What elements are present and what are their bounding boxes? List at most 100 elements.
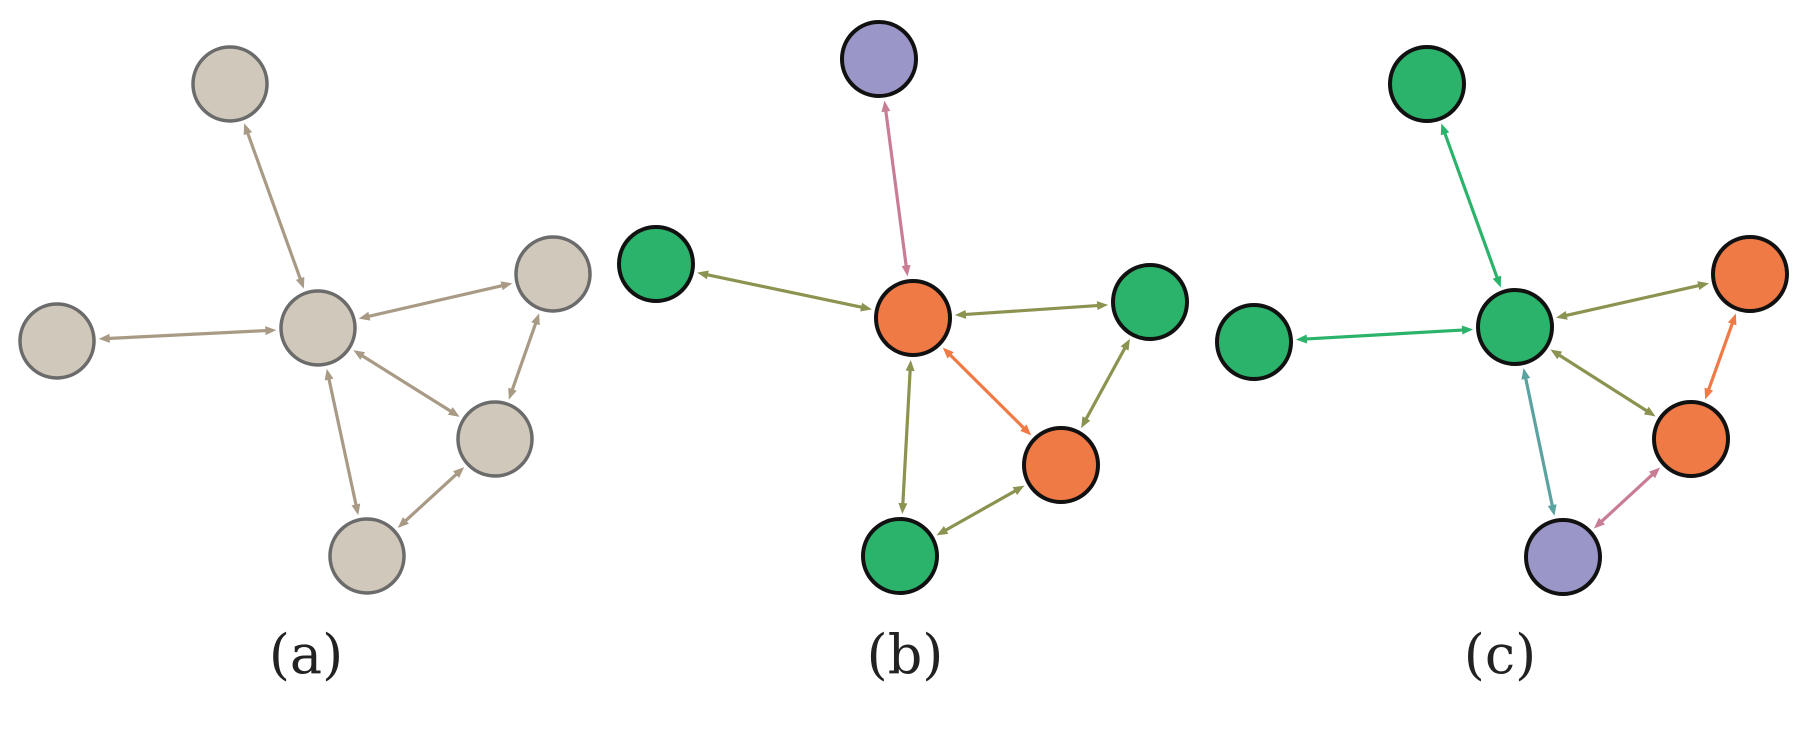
captions-layer: (a) (b) (c) (269, 623, 1536, 686)
edges-layer (98, 100, 1737, 536)
arrow-head (1648, 467, 1661, 479)
edge-c-center-mid (1550, 349, 1656, 417)
panel-caption-a: (a) (269, 623, 343, 686)
edge-c-center-bottom (1521, 368, 1557, 516)
arrow-head (697, 270, 709, 280)
edge-c-center-right (1555, 281, 1710, 320)
arrow-head (1096, 301, 1109, 311)
edge-line (245, 131, 303, 281)
node-c-right (1711, 235, 1789, 313)
edge-c-right-mid (1704, 313, 1737, 400)
edge-line (366, 283, 505, 319)
arrow-head (942, 347, 954, 359)
edge-b-center-bottom (898, 359, 915, 515)
edge-line (1599, 472, 1655, 524)
edge-a-center-right (358, 281, 513, 321)
arrow-head (1081, 416, 1091, 429)
node-b-left (617, 225, 695, 303)
edge-a-right-mid (508, 313, 540, 400)
edge-a-center-top (243, 123, 305, 289)
arrow-head (936, 526, 949, 536)
node-a-left (18, 302, 96, 380)
edge-line (1442, 131, 1500, 280)
edge-line (510, 321, 538, 392)
arrow-head (508, 387, 517, 400)
arrow-head (1550, 349, 1563, 360)
arrow-head (500, 281, 513, 291)
arrow-head (1704, 387, 1714, 400)
panel-caption-b: (b) (867, 623, 944, 686)
nodes-layer (18, 20, 1789, 596)
arrow-head (1295, 334, 1308, 344)
edge-line (1706, 321, 1735, 392)
edge-line (1523, 376, 1555, 508)
node-b-right (1111, 263, 1189, 341)
node-a-right (514, 235, 592, 313)
arrow-head (358, 311, 371, 321)
arrow-head (1727, 313, 1737, 326)
arrow-head (898, 502, 908, 515)
arrow-head (881, 100, 891, 113)
arrow-head (1593, 517, 1606, 529)
arrow-head (1492, 275, 1502, 288)
edge-line (901, 368, 912, 506)
arrow-head (1012, 485, 1025, 495)
arrow-head (351, 503, 361, 516)
arrow-head (453, 467, 465, 478)
panel-b (697, 100, 1130, 536)
arrow-head (1020, 424, 1032, 436)
node-b-center (874, 279, 952, 357)
arrow-head (1643, 406, 1656, 417)
node-c-bottom (1524, 518, 1602, 596)
edge-b-right-mid (1081, 338, 1130, 429)
node-c-left (1215, 303, 1293, 381)
edge-line (1564, 283, 1701, 318)
edge-line (1304, 328, 1465, 341)
panel-caption-c: (c) (1464, 623, 1536, 686)
edge-c-mid-bottom (1593, 467, 1661, 529)
panel-c (1295, 123, 1737, 529)
edge-line (107, 328, 268, 341)
edge-line (359, 353, 454, 414)
edge-c-center-top (1440, 123, 1502, 288)
node-b-top (840, 20, 918, 98)
node-c-top (1388, 45, 1466, 123)
node-a-bottom (328, 517, 406, 595)
panel-a-nodes (18, 45, 592, 595)
edge-a-center-left (98, 326, 277, 343)
edge-line (963, 303, 1100, 317)
edge-line (327, 377, 358, 507)
panel-b-nodes (617, 20, 1189, 595)
node-b-bottom (861, 517, 939, 595)
edge-line (705, 272, 864, 310)
edge-line (1083, 345, 1128, 422)
node-c-mid (1652, 400, 1730, 478)
edge-a-center-mid (353, 350, 460, 417)
arrow-head (1440, 123, 1450, 136)
arrow-head (1461, 325, 1474, 335)
arrow-head (243, 123, 253, 136)
node-a-center (279, 289, 357, 367)
node-b-mid (1022, 426, 1100, 504)
node-a-top (191, 45, 269, 123)
arrow-head (447, 407, 460, 417)
arrow-head (1547, 504, 1557, 516)
edge-a-center-bottom (324, 368, 361, 516)
arrow-head (1120, 338, 1130, 351)
arrow-head (954, 309, 967, 319)
arrow-head (353, 350, 366, 360)
edge-b-mid-bottom (936, 485, 1025, 536)
edge-b-center-mid (942, 347, 1032, 436)
panel-a (98, 123, 540, 528)
edge-a-mid-bottom (397, 467, 465, 528)
edge-c-center-left (1295, 325, 1474, 344)
node-c-center (1476, 288, 1554, 366)
arrow-head (905, 359, 915, 372)
edge-b-center-top (881, 100, 911, 277)
arrow-head (265, 326, 277, 336)
arrow-head (860, 302, 872, 312)
arrow-head (1521, 368, 1531, 380)
arrow-head (295, 276, 305, 289)
